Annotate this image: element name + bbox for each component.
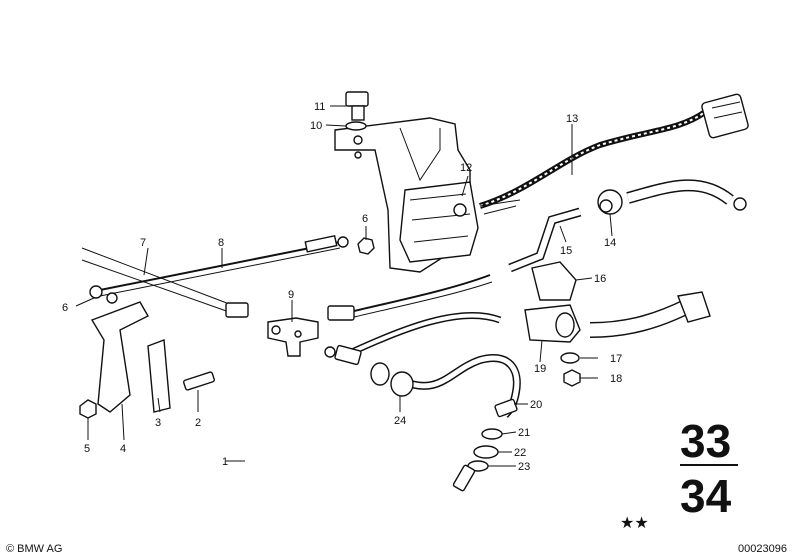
callout-11: 11 bbox=[314, 101, 325, 113]
callout-16: 16 bbox=[594, 273, 606, 285]
callout-7: 7 bbox=[140, 237, 146, 249]
bolt-11-washer-10-drawing bbox=[345, 91, 369, 131]
copyright-text: © BMW AG bbox=[6, 543, 62, 555]
washer-17-nut-18-drawing bbox=[560, 352, 581, 387]
callout-23: 23 bbox=[518, 461, 530, 473]
wire-harness-13-drawing bbox=[479, 93, 749, 215]
callout-21: 21 bbox=[518, 427, 530, 439]
callout-17: 17 bbox=[610, 353, 622, 365]
callout-12: 12 bbox=[460, 162, 472, 174]
callout-6-left: 6 bbox=[62, 302, 68, 314]
grommet-14-drawing bbox=[597, 179, 747, 215]
t-piece-9-drawing bbox=[267, 317, 336, 358]
hose-right-drawing bbox=[589, 291, 711, 338]
group-number-top: 33 bbox=[680, 415, 731, 467]
callout-labels: 1 2 3 4 5 6 6 7 8 9 10 11 12 13 14 15 16… bbox=[62, 101, 622, 473]
callout-20: 20 bbox=[530, 399, 542, 411]
callout-4: 4 bbox=[120, 443, 126, 455]
callout-8: 8 bbox=[218, 237, 224, 249]
leader-lines bbox=[75, 105, 613, 467]
brake-line-right-drawing bbox=[327, 274, 493, 321]
callout-2: 2 bbox=[195, 417, 201, 429]
clamp-16-19-drawing bbox=[524, 261, 581, 343]
union-24-drawing bbox=[334, 344, 414, 397]
callout-14: 14 bbox=[604, 237, 616, 249]
callout-5: 5 bbox=[84, 443, 90, 455]
callout-15: 15 bbox=[560, 245, 572, 257]
line-15-drawing bbox=[508, 207, 582, 273]
callout-3: 3 bbox=[155, 417, 161, 429]
callout-10: 10 bbox=[310, 120, 322, 132]
image-number: 00023096 bbox=[738, 543, 787, 555]
fittings-20-23-drawing bbox=[452, 398, 518, 492]
bracket-12-drawing bbox=[334, 117, 479, 273]
callout-19: 19 bbox=[534, 363, 546, 375]
callout-13: 13 bbox=[566, 113, 578, 125]
stars-mark: ★★ bbox=[620, 513, 649, 532]
callout-22: 22 bbox=[514, 447, 526, 459]
group-number-bottom: 34 bbox=[680, 470, 732, 522]
nut-6-drawing bbox=[357, 237, 375, 255]
callout-9: 9 bbox=[288, 289, 294, 301]
callout-6-bracket: 6 bbox=[362, 213, 368, 225]
brackets-2-5-drawing bbox=[79, 292, 215, 419]
brake-line-7-8-drawing bbox=[81, 234, 349, 318]
callout-1: 1 bbox=[222, 456, 228, 468]
callout-18: 18 bbox=[610, 373, 622, 385]
callout-24: 24 bbox=[394, 415, 406, 427]
